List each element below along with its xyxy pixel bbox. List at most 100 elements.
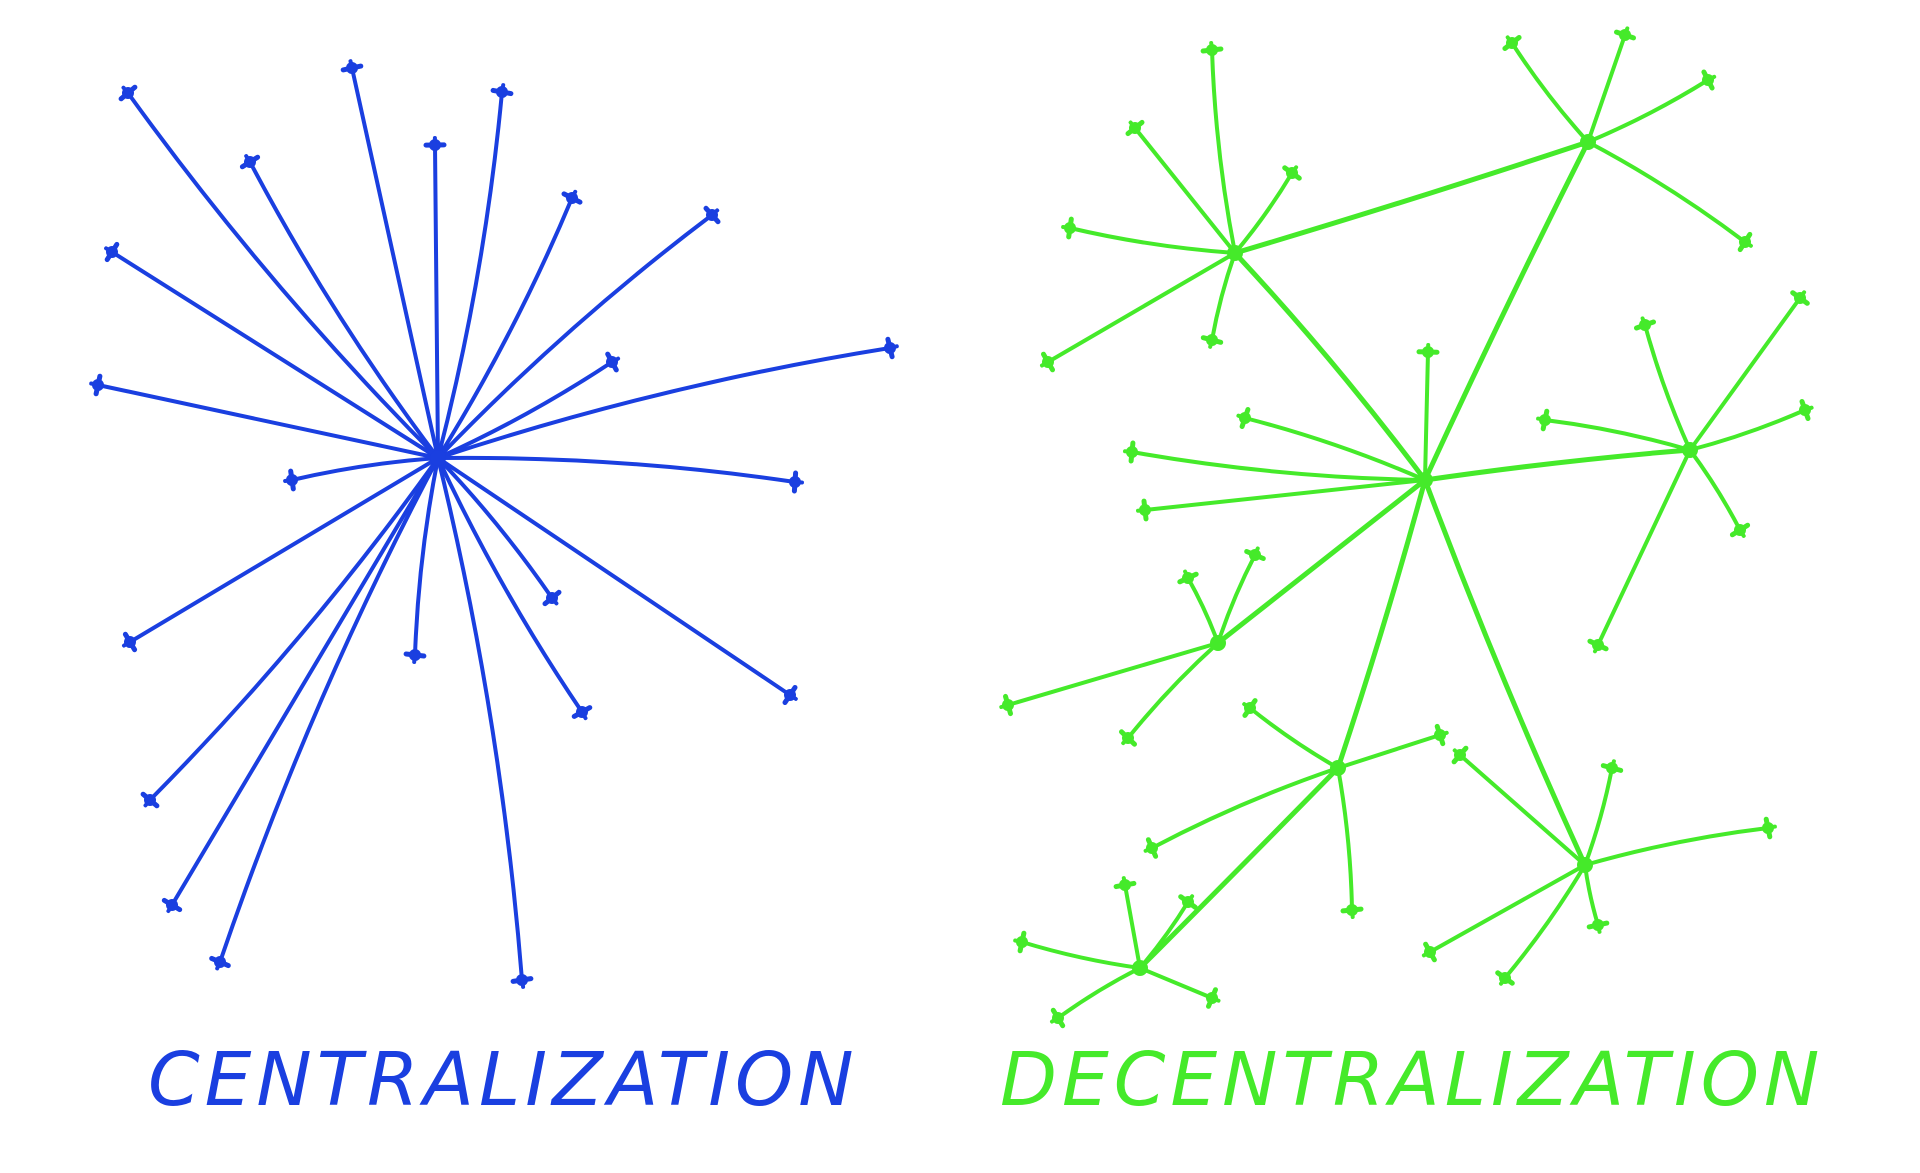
- endpoint-node: [1536, 408, 1551, 432]
- endpoint-node: [1123, 440, 1138, 464]
- spoke-line: [1336, 733, 1442, 770]
- decentralized-hubs: [1132, 134, 1698, 976]
- endpoint-node: [1434, 723, 1449, 747]
- hub-link: [1232, 139, 1591, 256]
- spoke-line: [1126, 641, 1220, 740]
- endpoint-node: [1634, 316, 1656, 331]
- spoke-line: [433, 143, 440, 460]
- endpoint-node: [1340, 904, 1364, 919]
- endpoint-node: [1421, 941, 1437, 963]
- spoke-line: [1336, 766, 1354, 912]
- spoke-line: [436, 346, 892, 460]
- spoke-line: [1583, 863, 1600, 927]
- spoke-line: [436, 90, 504, 460]
- endpoint-node: [122, 631, 138, 653]
- spoke-line: [1643, 323, 1692, 452]
- spoke-line: [96, 383, 440, 460]
- endpoint-node: [1125, 119, 1145, 137]
- endpoint-node: [1587, 638, 1609, 654]
- spoke-line: [1216, 553, 1257, 645]
- endpoint-node: [542, 589, 562, 607]
- spoke-line: [1123, 883, 1142, 970]
- spoke-line: [1510, 41, 1590, 144]
- endpoint-node: [605, 351, 621, 373]
- hub-node: [430, 450, 446, 466]
- endpoint-node: [510, 974, 534, 989]
- spoke-line: [1143, 478, 1427, 512]
- spoke-line: [128, 456, 440, 644]
- hub-node: [1682, 442, 1698, 458]
- hub-link: [1215, 477, 1428, 646]
- endpoint-node: [1200, 41, 1224, 56]
- endpoint-node: [1143, 837, 1159, 859]
- spoke-line: [1688, 448, 1742, 532]
- endpoint-node: [1729, 522, 1751, 538]
- spoke-line: [413, 456, 440, 657]
- spoke-line: [1046, 251, 1237, 364]
- endpoint-node: [782, 685, 798, 705]
- hub-node: [1580, 134, 1596, 150]
- endpoint-node: [161, 897, 183, 913]
- spoke-line: [290, 456, 440, 482]
- spoke-line: [170, 456, 440, 907]
- hub-link: [1422, 447, 1693, 483]
- endpoint-node: [1790, 290, 1810, 306]
- spoke-line: [1428, 863, 1587, 954]
- spoke-line: [1503, 863, 1587, 980]
- spoke-line: [436, 456, 554, 600]
- endpoint-node: [1242, 698, 1258, 718]
- spoke-line: [1583, 826, 1770, 867]
- spoke-line: [1586, 78, 1710, 144]
- endpoint-node: [999, 693, 1014, 717]
- endpoint-node: [1614, 26, 1636, 41]
- spoke-line: [1056, 966, 1142, 1020]
- spoke-line: [1596, 448, 1692, 647]
- hub-link: [1422, 477, 1588, 868]
- spoke-line: [436, 456, 584, 714]
- centralized-network: [89, 59, 899, 989]
- centralized-links: [96, 66, 892, 982]
- endpoint-node: [1416, 343, 1440, 358]
- endpoint-node: [884, 336, 899, 360]
- spoke-line: [436, 213, 714, 460]
- endpoint-node: [1799, 399, 1814, 421]
- spoke-line: [1248, 706, 1340, 770]
- endpoint-node: [340, 59, 364, 74]
- spoke-line: [1068, 226, 1237, 255]
- hub-node: [1227, 245, 1243, 261]
- decentralized-links: [1006, 33, 1807, 1020]
- endpoint-node: [1282, 165, 1302, 181]
- endpoint-node: [1113, 876, 1137, 891]
- spoke-line: [1688, 296, 1802, 452]
- spoke-line: [218, 456, 440, 964]
- endpoint-node: [1244, 546, 1266, 561]
- endpoint-node: [1586, 919, 1610, 934]
- spoke-line: [436, 196, 574, 460]
- endpoint-node: [403, 649, 427, 664]
- centralized-endpoints: [89, 59, 899, 989]
- spoke-line: [350, 66, 440, 460]
- spoke-line: [1130, 450, 1427, 482]
- spoke-line: [1020, 940, 1142, 970]
- spoke-line: [1233, 171, 1294, 255]
- endpoint-node: [703, 205, 721, 225]
- endpoint-node: [104, 241, 120, 263]
- decentralized-endpoints: [999, 26, 1814, 1029]
- spoke-line: [436, 456, 792, 697]
- endpoint-node: [423, 136, 447, 151]
- spoke-line: [1210, 48, 1237, 255]
- spoke-line: [110, 250, 440, 460]
- spoke-line: [148, 456, 440, 802]
- endpoint-node: [1200, 334, 1224, 349]
- spoke-line: [1586, 33, 1627, 144]
- endpoint-node: [1040, 351, 1055, 373]
- endpoint-node: [140, 791, 160, 809]
- spoke-line: [248, 160, 440, 460]
- endpoint-node: [1136, 498, 1151, 522]
- spoke-line: [1423, 350, 1430, 482]
- endpoint-node: [1701, 69, 1717, 91]
- hub-link: [1422, 139, 1591, 483]
- hub-link: [1232, 250, 1428, 483]
- spoke-line: [1586, 140, 1747, 244]
